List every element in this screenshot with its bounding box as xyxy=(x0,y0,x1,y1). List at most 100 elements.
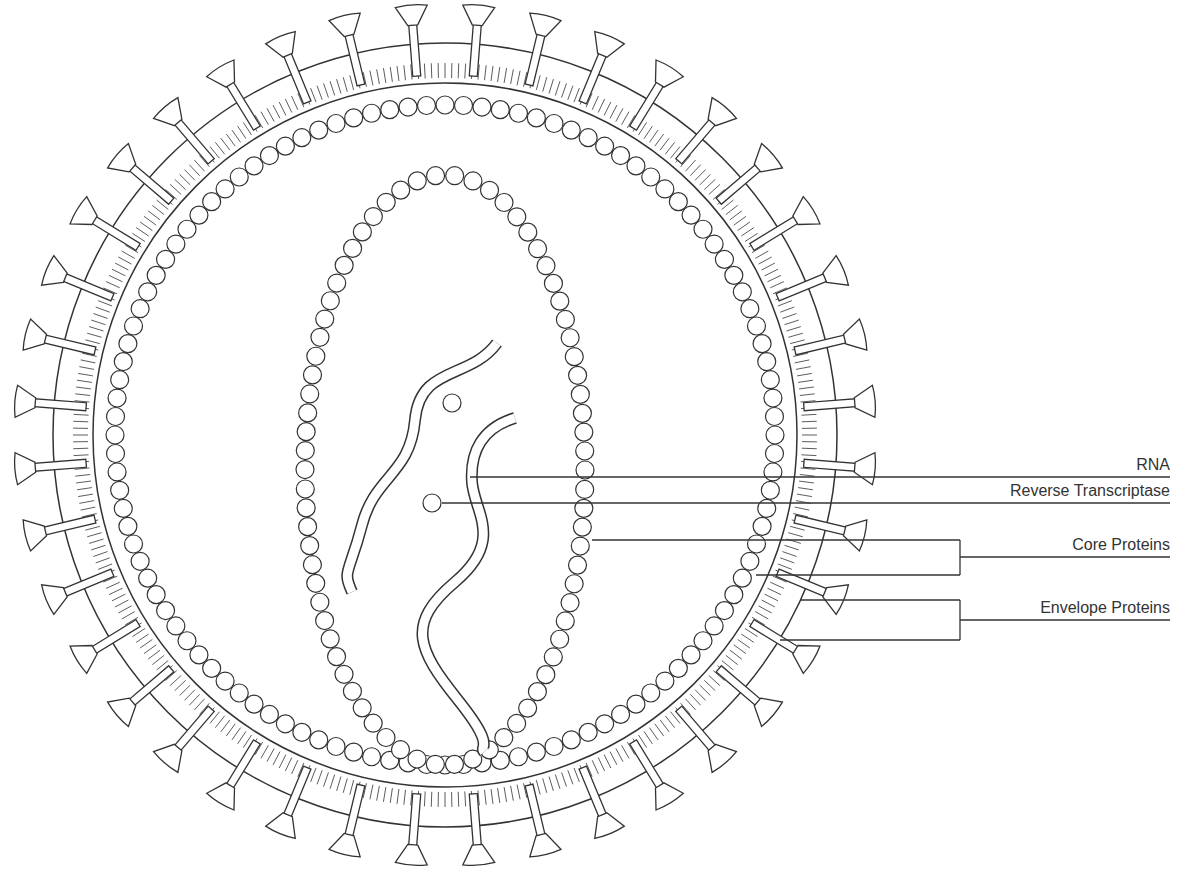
membrane-hatch xyxy=(89,539,103,543)
membrane-hatch xyxy=(93,314,107,319)
membrane-hatch xyxy=(311,88,316,102)
membrane-hatch xyxy=(118,606,131,613)
core-protein xyxy=(178,220,196,238)
core-protein xyxy=(758,499,776,517)
core-protein xyxy=(147,266,165,284)
capsid-protein xyxy=(575,423,593,441)
core-protein xyxy=(669,193,687,211)
envelope-spike xyxy=(708,143,783,214)
envelope-spike xyxy=(14,385,88,423)
spike-head xyxy=(787,636,821,674)
membrane-hatch xyxy=(238,731,246,743)
core-protein xyxy=(327,737,345,755)
core-protein xyxy=(747,535,765,553)
envelope-spike xyxy=(457,4,495,78)
membrane-hatch xyxy=(695,170,706,181)
spike-head xyxy=(588,30,625,61)
part-label: RNA xyxy=(1136,456,1170,474)
membrane-hatch xyxy=(778,564,792,569)
core-protein xyxy=(725,586,743,604)
membrane-hatch xyxy=(424,791,426,806)
spike-stem xyxy=(129,164,174,204)
membrane-hatch xyxy=(568,86,573,100)
core-protein xyxy=(125,317,143,335)
capsid-protein xyxy=(301,537,319,555)
envelope-spike xyxy=(265,761,322,839)
membrane-hatch xyxy=(170,676,181,686)
membrane-hatch xyxy=(785,545,799,550)
core-protein xyxy=(157,602,175,620)
spike-head xyxy=(329,831,365,858)
membrane-hatch xyxy=(549,777,553,791)
envelope-spike xyxy=(329,12,377,89)
spike-stem xyxy=(776,569,827,596)
membrane-hatch xyxy=(390,67,392,82)
membrane-hatch xyxy=(782,552,796,557)
envelope-spike xyxy=(106,657,181,728)
membrane-hatch xyxy=(709,676,720,686)
envelope-spike xyxy=(803,447,877,485)
membrane-hatch xyxy=(96,307,110,312)
spike-head xyxy=(588,809,625,840)
capsid-protein xyxy=(364,208,382,226)
core-protein xyxy=(753,335,771,353)
spike-stem xyxy=(284,766,311,817)
envelope-spike xyxy=(22,319,99,367)
core-protein xyxy=(694,632,712,650)
membrane-hatch xyxy=(273,105,280,118)
leader-lines xyxy=(442,477,1170,640)
core-protein xyxy=(111,371,129,389)
core-protein xyxy=(705,617,723,635)
spike-stem xyxy=(794,335,846,355)
membrane-hatch xyxy=(801,454,816,456)
membrane-hatch xyxy=(491,789,493,804)
membrane-hatch xyxy=(343,778,347,792)
membrane-hatch xyxy=(734,645,746,654)
spike-stem xyxy=(174,706,214,751)
membrane-hatch xyxy=(755,612,768,619)
membrane-hatch xyxy=(221,138,230,150)
envelope-spike xyxy=(791,503,868,551)
spike-stem xyxy=(579,53,606,104)
envelope-spike xyxy=(744,196,822,261)
membrane-hatch xyxy=(76,387,91,389)
membrane-hatch xyxy=(75,475,90,477)
membrane-hatch xyxy=(770,582,784,588)
envelope-spike xyxy=(803,385,877,423)
membrane-hatch xyxy=(76,481,91,483)
capsid-protein xyxy=(328,274,346,292)
membrane-hatch xyxy=(549,79,553,93)
membrane-hatch xyxy=(665,716,674,728)
spike-head xyxy=(22,319,49,355)
membrane-hatch xyxy=(221,720,230,732)
membrane-hatch xyxy=(802,448,817,450)
membrane-hatch xyxy=(189,694,199,705)
capsid-protein xyxy=(303,366,321,384)
membrane-hatch xyxy=(106,582,120,588)
core-protein xyxy=(276,137,294,155)
capsid-protein xyxy=(573,518,591,536)
capsid-protein xyxy=(565,348,583,366)
membrane-hatch xyxy=(96,558,110,563)
spike-head xyxy=(329,12,365,39)
membrane-hatch xyxy=(458,792,460,807)
spike-stem xyxy=(579,766,606,817)
membrane-hatch xyxy=(730,650,742,659)
core-protein xyxy=(765,407,783,425)
capsid-protein xyxy=(551,630,569,648)
envelope-spike xyxy=(513,12,561,89)
capsid-protein xyxy=(301,385,319,403)
membrane-hatch xyxy=(73,421,88,423)
membrane-hatch xyxy=(700,685,711,696)
leader-line xyxy=(442,502,1170,503)
spike-stem xyxy=(804,399,856,411)
spike-stem xyxy=(409,24,421,76)
membrane-hatch xyxy=(741,228,753,236)
core-protein xyxy=(108,389,126,407)
membrane-hatch xyxy=(485,790,487,805)
membrane-hatch xyxy=(397,66,399,81)
membrane-hatch xyxy=(267,108,274,121)
spike-head xyxy=(153,737,191,773)
core-protein xyxy=(473,98,491,116)
membrane-hatch xyxy=(404,65,406,80)
